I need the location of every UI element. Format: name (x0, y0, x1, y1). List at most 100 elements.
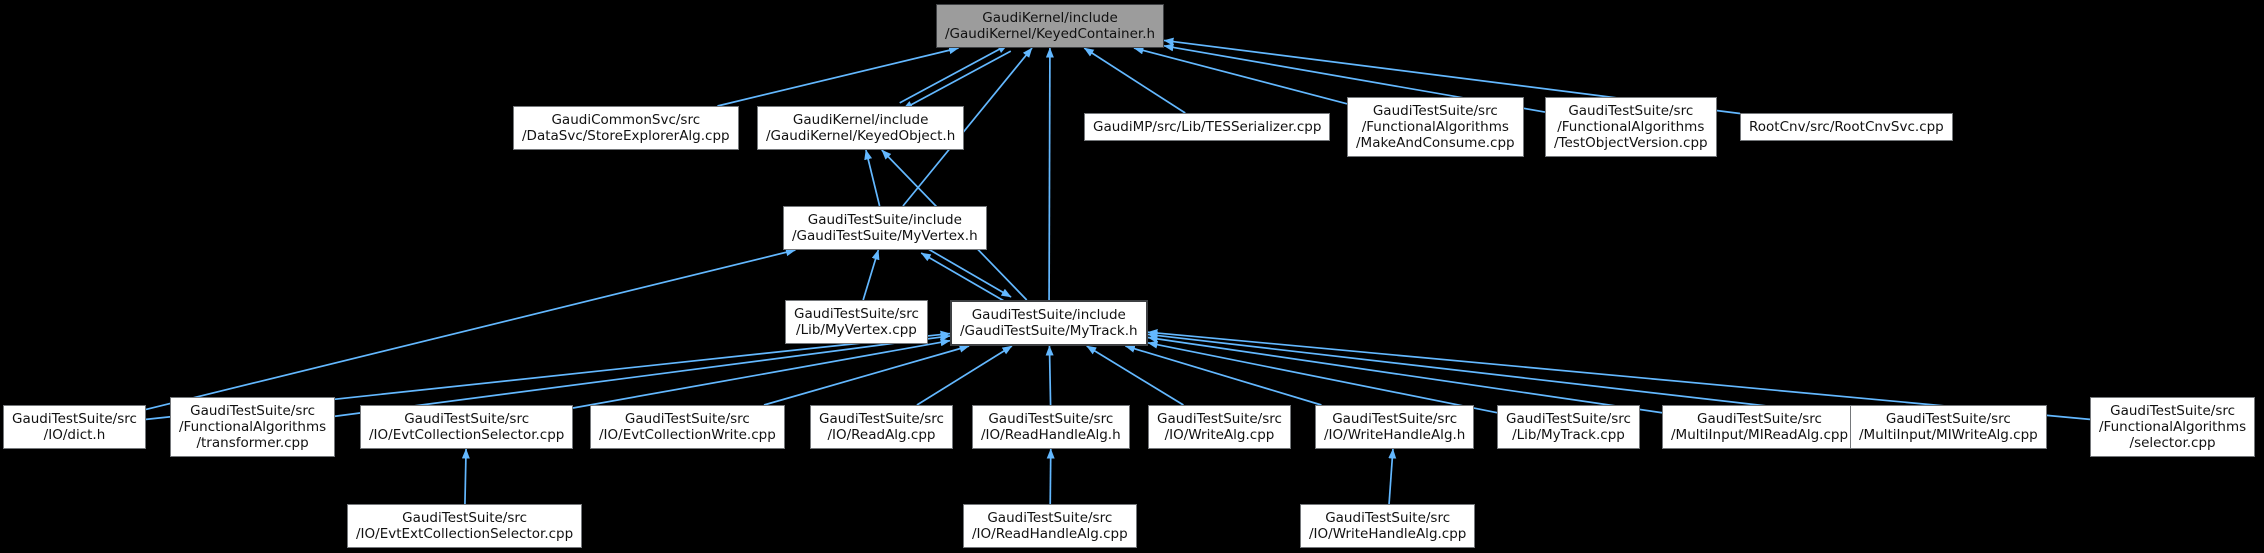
node-label-line: /MultiInput/MIReadAlg.cpp (1671, 427, 1849, 443)
include-edge-myvertex-cpp-to-myvertex-h (862, 249, 880, 301)
include-edge-mireadalg-cpp-to-mytrack-h (1147, 334, 1663, 414)
node-label-line: /IO/WriteHandleAlg.cpp (1309, 526, 1467, 542)
node-transformer-cpp[interactable]: GaudiTestSuite/src/FunctionalAlgorithms/… (170, 397, 336, 457)
node-label-line: GaudiTestSuite/src (1325, 510, 1451, 526)
node-label-line: GaudiKernel/include (792, 112, 929, 128)
node-rootcnvsvc-cpp[interactable]: RootCnv/src/RootCnvSvc.cpp (1740, 113, 1953, 141)
node-label-line: GaudiTestSuite/include (971, 307, 1126, 323)
node-label-line: /TestObjectVersion.cpp (1554, 135, 1708, 151)
node-label-line: GaudiTestSuite/src (1697, 411, 1822, 427)
node-label-line: /GaudiKernel/KeyedContainer.h (945, 26, 1156, 42)
include-edge-evtcollectionwrite-cpp-to-mytrack-h (763, 344, 970, 406)
node-label-line: /DataSvc/StoreExplorerAlg.cpp (522, 128, 730, 144)
node-label-line: /IO/dict.h (43, 427, 106, 443)
node-label-line: /MakeAndConsume.cpp (1356, 135, 1515, 151)
node-label-line: /Lib/MyVertex.cpp (796, 322, 917, 338)
include-edge-keyedcontainer-h-to-keyedobject-h (902, 50, 1012, 110)
node-label-line: GaudiTestSuite/src (1372, 103, 1498, 119)
node-myvertex-h[interactable]: GaudiTestSuite/include/GaudiTestSuite/My… (783, 206, 987, 250)
node-dict-h[interactable]: GaudiTestSuite/src/IO/dict.h (3, 405, 146, 449)
node-label-line: GaudiTestSuite/src (819, 411, 944, 427)
node-miwritealg-cpp[interactable]: GaudiTestSuite/src/MultiInput/MIWriteAlg… (1850, 405, 2047, 449)
node-label-line: GaudiTestSuite/src (1332, 411, 1458, 427)
node-label-line: GaudiTestSuite/src (987, 510, 1113, 526)
node-label-line: /IO/ReadAlg.cpp (827, 427, 936, 443)
node-label-line: /transformer.cpp (196, 435, 309, 451)
node-label-line: GaudiTestSuite/src (794, 306, 919, 322)
node-label-line: /FunctionalAlgorithms (1557, 119, 1705, 135)
node-mireadalg-cpp[interactable]: GaudiTestSuite/src/MultiInput/MIReadAlg.… (1662, 405, 1858, 449)
node-makeandconsume-cpp[interactable]: GaudiTestSuite/src/FunctionalAlgorithms/… (1347, 97, 1524, 157)
node-writehandlealg-h[interactable]: GaudiTestSuite/src/IO/WriteHandleAlg.h (1315, 405, 1475, 449)
node-label-line: GaudiCommonSvc/src (551, 112, 701, 128)
node-selector-cpp[interactable]: GaudiTestSuite/src/FunctionalAlgorithms/… (2090, 397, 2256, 457)
node-label-line: GaudiTestSuite/src (988, 411, 1114, 427)
node-label-line: GaudiTestSuite/src (1157, 411, 1282, 427)
node-label-line: /FunctionalAlgorithms (1361, 119, 1509, 135)
include-edge-mytrack-h-to-keyedcontainer-h (1045, 47, 1054, 301)
node-evtcollectionselector-cpp[interactable]: GaudiTestSuite/src/IO/EvtCollectionSelec… (360, 405, 574, 449)
node-storeexploreralg-cpp[interactable]: GaudiCommonSvc/src/DataSvc/StoreExplorer… (513, 106, 739, 150)
node-mytrack-cpp[interactable]: GaudiTestSuite/src/Lib/MyTrack.cpp (1497, 405, 1640, 449)
node-label-line: GaudiTestSuite/src (1506, 411, 1631, 427)
include-edge-evtcollectionselector-cpp-to-mytrack-h (572, 338, 951, 409)
node-writealg-cpp[interactable]: GaudiTestSuite/src/IO/WriteAlg.cpp (1148, 405, 1291, 449)
node-label-line: /IO/EvtCollectionWrite.cpp (599, 427, 776, 443)
node-evtextcollectionselector-cpp[interactable]: GaudiTestSuite/src/IO/EvtExtCollectionSe… (347, 504, 583, 548)
node-label-line: GaudiTestSuite/src (2110, 403, 2236, 419)
node-myvertex-cpp[interactable]: GaudiTestSuite/src/Lib/MyVertex.cpp (785, 300, 928, 344)
node-label-line: GaudiKernel/include (982, 10, 1118, 26)
include-edge-mytrack-cpp-to-mytrack-h (1147, 340, 1498, 414)
include-edge-miwritealg-cpp-to-mytrack-h (1147, 331, 1851, 417)
node-label-line: /IO/ReadHandleAlg.cpp (972, 526, 1128, 542)
include-edge-selector-cpp-to-mytrack-h (1147, 329, 2091, 421)
node-label-line: RootCnv/src/RootCnvSvc.cpp (1749, 119, 1944, 135)
node-label-line: /IO/EvtCollectionSelector.cpp (369, 427, 565, 443)
node-label-line: /IO/WriteAlg.cpp (1164, 427, 1275, 443)
include-edge-writehandlealg-h-to-mytrack-h (1124, 344, 1322, 406)
node-label-line: /selector.cpp (2129, 435, 2216, 451)
include-edge-writealg-cpp-to-mytrack-h (1086, 345, 1184, 406)
include-edge-readalg-cpp-to-mytrack-h (916, 345, 1013, 406)
node-tesserializer-cpp[interactable]: GaudiMP/src/Lib/TESSerializer.cpp (1084, 113, 1331, 141)
node-testobjectversion-cpp[interactable]: GaudiTestSuite/src/FunctionalAlgorithms/… (1545, 97, 1717, 157)
node-mytrack-h[interactable]: GaudiTestSuite/include/GaudiTestSuite/My… (950, 300, 1148, 346)
node-label-line: GaudiTestSuite/src (1885, 411, 2011, 427)
include-edge-mytrack-h-to-myvertex-h (920, 252, 1008, 304)
node-keyedobject-h[interactable]: GaudiKernel/include/GaudiKernel/KeyedObj… (757, 106, 965, 150)
node-writehandlealg-cpp[interactable]: GaudiTestSuite/src/IO/WriteHandleAlg.cpp (1300, 504, 1476, 548)
node-label-line: GaudiTestSuite/src (190, 403, 316, 419)
node-label-line: GaudiTestSuite/include (807, 212, 962, 228)
include-edge-dict-h-to-myvertex-h (145, 248, 796, 411)
include-edge-readhandlealg-cpp-to-readhandlealg-h (1046, 448, 1055, 505)
node-label-line: /FunctionalAlgorithms (2099, 419, 2247, 435)
include-edge-transformer-cpp-to-mytrack-h (334, 333, 951, 418)
node-readhandlealg-h[interactable]: GaudiTestSuite/src/IO/ReadHandleAlg.h (972, 405, 1130, 449)
node-label-line: GaudiTestSuite/src (402, 510, 528, 526)
include-edge-myvertex-h-to-mytrack-h (924, 246, 1012, 298)
include-edge-tesserializer-cpp-to-keyedcontainer-h (1083, 47, 1186, 114)
node-label-line: /IO/WriteHandleAlg.h (1324, 427, 1466, 443)
include-edge-keyedobject-h-to-keyedcontainer-h (899, 44, 1008, 104)
include-edge-evtextcollectionselector-cpp-to-evtcollectionselector-cpp (461, 448, 470, 505)
node-label-line: /GaudiTestSuite/MyVertex.h (792, 228, 978, 244)
include-edge-writehandlealg-cpp-to-writehandlealg-h (1388, 448, 1397, 505)
node-keyedcontainer-h[interactable]: GaudiKernel/include/GaudiKernel/KeyedCon… (936, 4, 1165, 48)
node-label-line: /GaudiKernel/KeyedObject.h (766, 128, 956, 144)
include-edge-makeandconsume-cpp-to-keyedcontainer-h (1133, 46, 1348, 105)
node-readhandlealg-cpp[interactable]: GaudiTestSuite/src/IO/ReadHandleAlg.cpp (963, 504, 1137, 548)
node-label-line: /Lib/MyTrack.cpp (1512, 427, 1625, 443)
node-label-line: /MultiInput/MIWriteAlg.cpp (1859, 427, 2038, 443)
node-label-line: /IO/EvtExtCollectionSelector.cpp (356, 526, 574, 542)
include-edge-myvertex-h-to-keyedobject-h (864, 149, 881, 207)
node-label-line: GaudiMP/src/Lib/TESSerializer.cpp (1093, 119, 1322, 135)
node-label-line: GaudiTestSuite/src (404, 411, 530, 427)
node-readalg-cpp[interactable]: GaudiTestSuite/src/IO/ReadAlg.cpp (810, 405, 953, 449)
node-label-line: GaudiTestSuite/src (1568, 103, 1694, 119)
node-evtcollectionwrite-cpp[interactable]: GaudiTestSuite/src/IO/EvtCollectionWrite… (590, 405, 785, 449)
include-edge-readhandlealg-h-to-mytrack-h (1045, 345, 1054, 406)
include-edge-storeexploreralg-cpp-to-keyedcontainer-h (717, 46, 960, 107)
node-label-line: /GaudiTestSuite/MyTrack.h (960, 323, 1138, 339)
